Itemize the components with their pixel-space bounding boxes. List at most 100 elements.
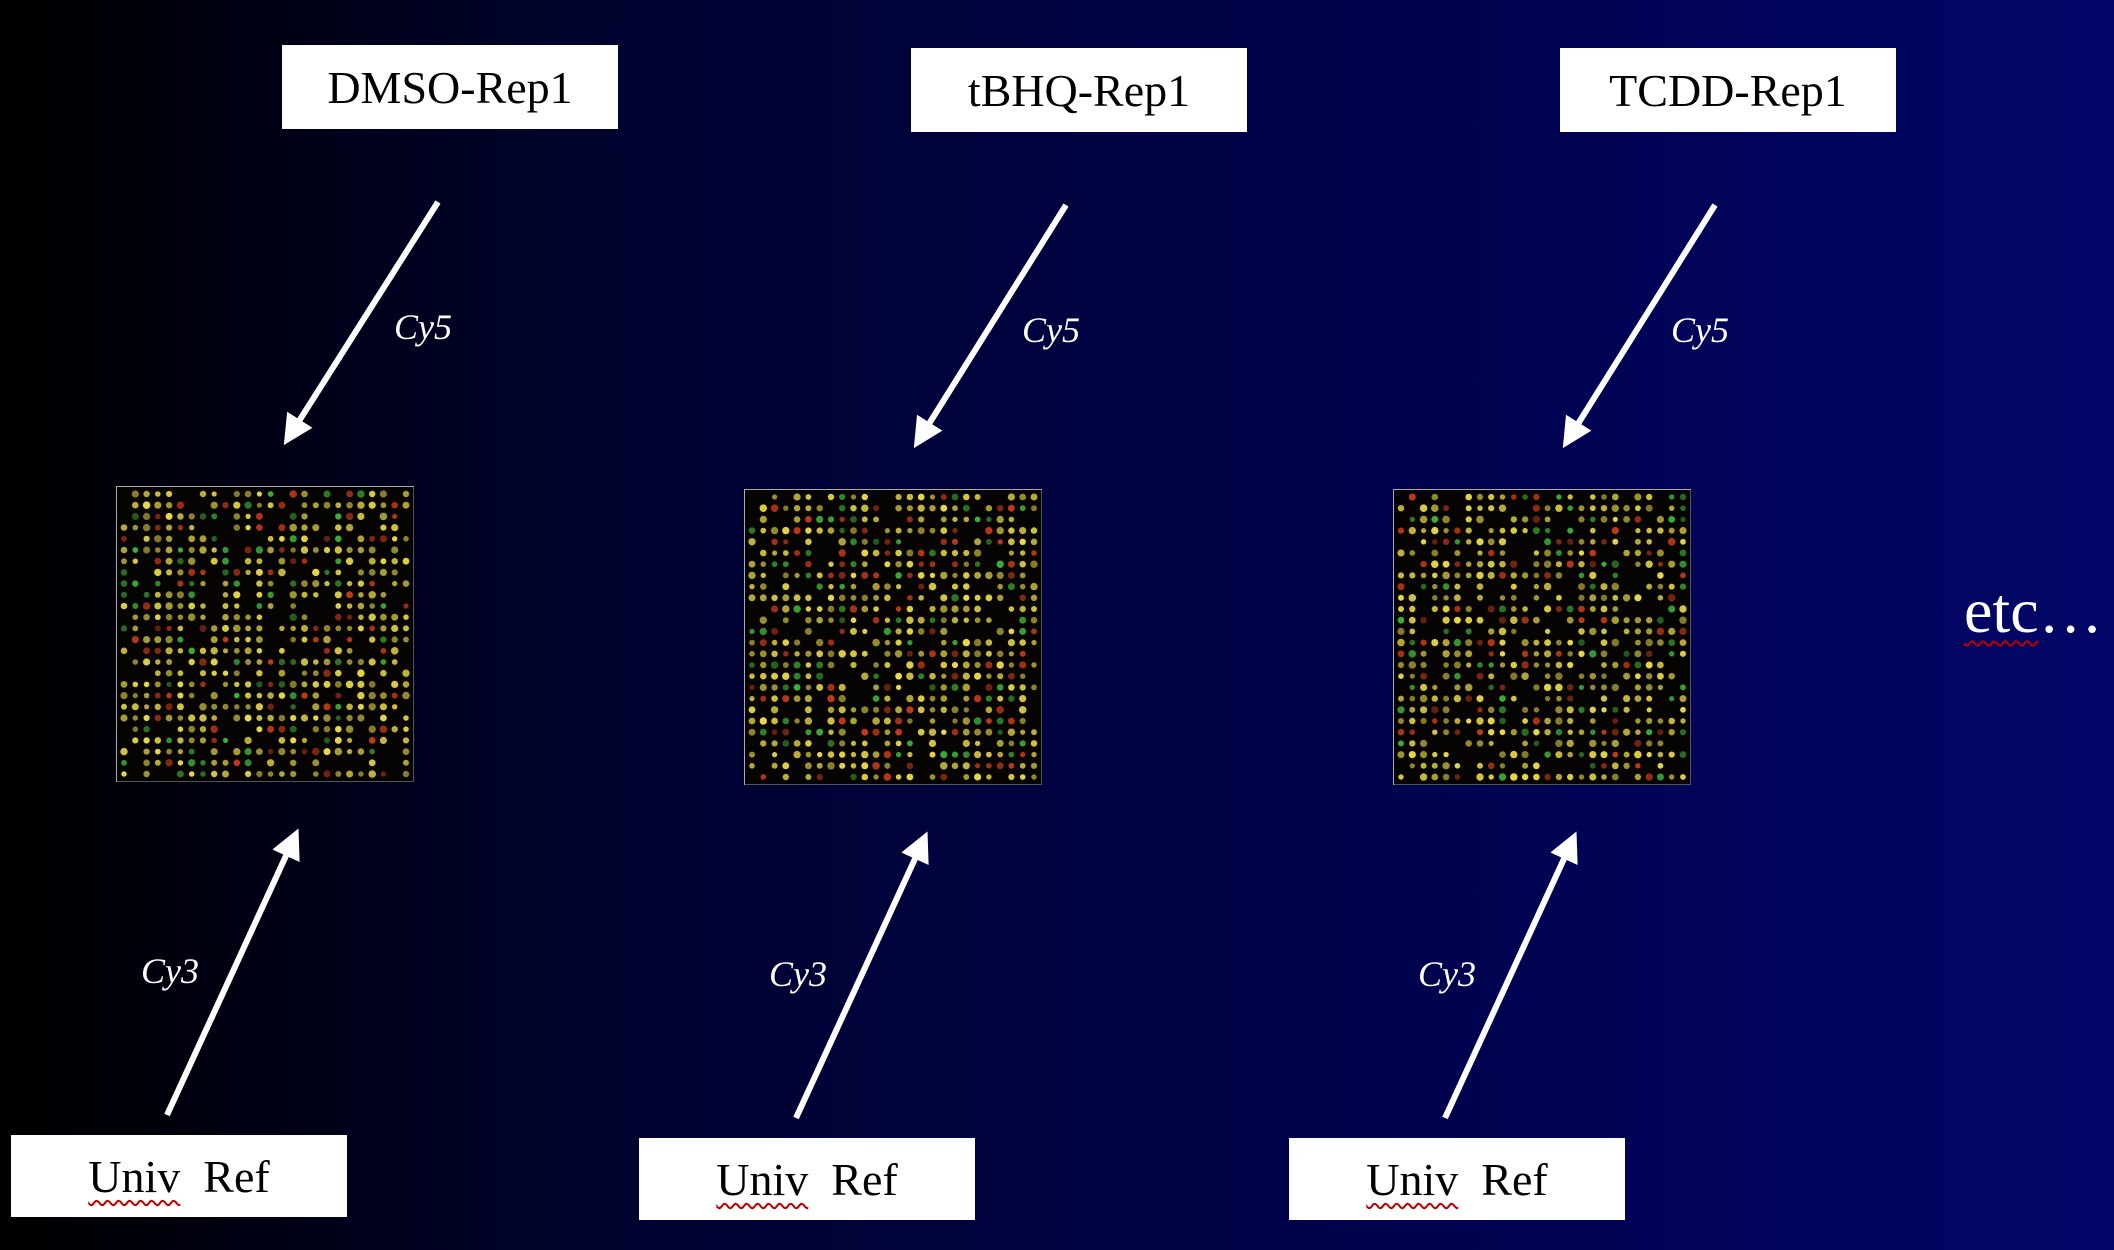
array-spot: [1544, 571, 1552, 579]
array-spot: [1634, 538, 1641, 545]
array-spot: [188, 737, 195, 744]
array-spot: [1408, 616, 1416, 624]
array-spot: [154, 737, 162, 744]
cy5-label-tcdd: Cy5: [1671, 310, 1729, 350]
array-spot: [1645, 773, 1653, 781]
array-spot: [312, 747, 320, 756]
array-spot: [1669, 696, 1675, 702]
array-spot: [793, 672, 801, 680]
array-spot: [917, 493, 925, 501]
array-spot: [816, 650, 824, 658]
array-spot: [839, 561, 846, 568]
array-spot: [177, 648, 184, 654]
array-spot: [210, 636, 218, 644]
array-spot: [1533, 583, 1540, 590]
array-spot: [143, 490, 150, 498]
array-spot: [1611, 773, 1619, 781]
array-spot: [155, 491, 161, 497]
array-spot: [985, 650, 992, 657]
array-spot: [1533, 662, 1540, 668]
array-spot: [986, 718, 992, 724]
array-spot: [1398, 774, 1404, 780]
array-spot: [1544, 538, 1552, 546]
array-spot: [143, 647, 150, 655]
array-spot: [380, 524, 387, 531]
array-spot: [1431, 639, 1439, 647]
array-spot: [1464, 683, 1473, 692]
array-spot: [1589, 606, 1596, 612]
array-spot: [817, 751, 823, 758]
array-spot: [884, 639, 891, 646]
array-spot: [1601, 673, 1607, 679]
continuation-word: etc: [1964, 575, 2039, 646]
array-spot: [1510, 729, 1517, 736]
array-spot: [884, 528, 890, 534]
array-spot: [334, 647, 342, 655]
array-spot: [940, 527, 948, 534]
array-spot: [918, 561, 924, 567]
array-spot: [256, 603, 263, 609]
array-spot: [1019, 594, 1026, 601]
array-spot: [335, 771, 342, 777]
array-spot: [256, 715, 263, 721]
array-spot: [1645, 661, 1653, 669]
array-spot: [290, 659, 297, 665]
array-spot: [996, 706, 1004, 714]
array-spot: [1669, 774, 1675, 780]
array-spot: [1007, 493, 1015, 501]
array-spot: [883, 627, 892, 636]
array-spot: [256, 625, 263, 632]
array-spot: [928, 582, 937, 591]
array-spot: [1657, 684, 1664, 691]
array-spot: [312, 524, 320, 532]
array-spot: [132, 558, 138, 564]
array-spot: [1510, 616, 1518, 624]
array-spot: [827, 683, 835, 691]
array-spot: [1657, 751, 1664, 758]
array-spot: [256, 681, 263, 688]
array-spot: [1498, 773, 1507, 781]
array-spot: [827, 516, 835, 523]
array-spot: [951, 762, 959, 770]
array-spot: [940, 695, 948, 702]
array-spot: [211, 715, 218, 721]
array-spot: [951, 493, 959, 501]
array-spot: [1566, 706, 1574, 714]
array-spot: [403, 536, 409, 542]
array-spot: [1679, 695, 1687, 703]
array-spot: [997, 594, 1004, 601]
array-spot: [940, 706, 947, 713]
array-spot: [1476, 515, 1484, 524]
array-spot: [380, 659, 387, 665]
array-spot: [222, 613, 229, 621]
array-spot: [289, 591, 297, 599]
array-spot: [1019, 505, 1026, 512]
array-spot: [1031, 729, 1037, 736]
array-spot: [996, 627, 1004, 636]
array-spot: [929, 707, 936, 713]
array-spot: [1476, 695, 1484, 703]
array-spot: [929, 494, 936, 500]
array-spot: [268, 681, 274, 687]
array-spot: [143, 658, 151, 666]
array-spot: [1578, 516, 1585, 523]
array-spot: [1601, 740, 1607, 746]
array-spot: [816, 661, 824, 669]
array-spot: [1020, 673, 1026, 679]
array-spot: [1544, 695, 1551, 702]
array-spot: [267, 659, 274, 665]
array-spot: [142, 501, 151, 509]
array-spot: [918, 516, 925, 523]
array-spot: [245, 524, 251, 531]
array-spot: [1611, 560, 1620, 568]
array-spot: [906, 628, 914, 635]
continuation-ellipsis: …: [2038, 575, 2103, 646]
array-spot: [1510, 594, 1517, 601]
array-spot: [1511, 494, 1517, 500]
array-spot: [952, 572, 958, 579]
array-spot: [1646, 695, 1653, 702]
array-spot: [1656, 515, 1664, 523]
array-spot: [1533, 729, 1540, 736]
array-spot: [346, 636, 353, 643]
array-spot: [1409, 695, 1416, 702]
